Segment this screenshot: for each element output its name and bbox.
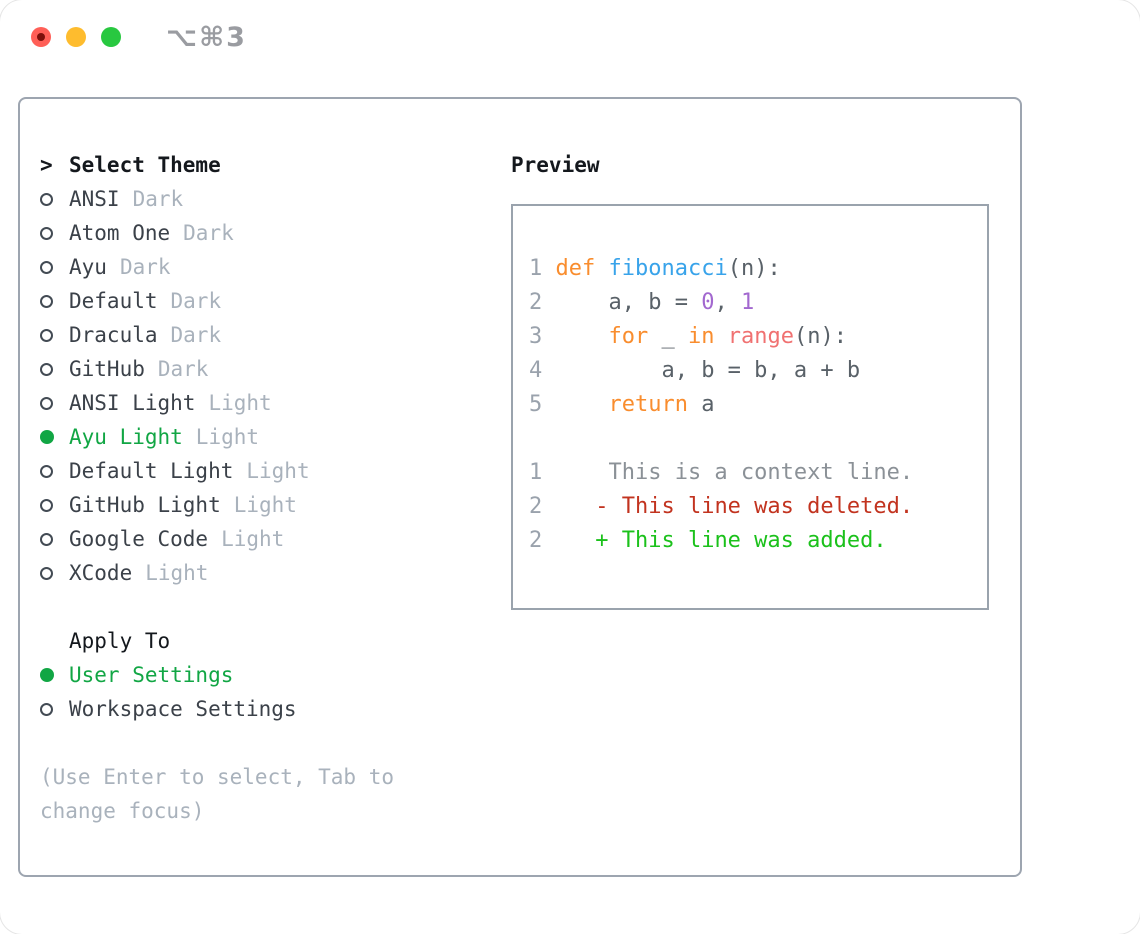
theme-option-ansi[interactable]: ANSI Dark <box>40 182 394 216</box>
radio-icon <box>40 328 53 342</box>
option-label: Ayu <box>69 255 107 279</box>
minimize-button[interactable] <box>66 27 86 47</box>
option-label: Dracula <box>69 323 158 347</box>
theme-option-google-code[interactable]: Google Code Light <box>40 522 394 556</box>
option-label: GitHub <box>69 357 145 381</box>
radio-selected-icon <box>40 430 54 444</box>
theme-option-dracula[interactable]: Dracula Dark <box>40 318 394 352</box>
preview-header: Preview <box>511 148 600 182</box>
variant-label: Dark <box>170 289 222 313</box>
option-label: Ayu Light <box>69 425 183 449</box>
apply-to-header: Apply To <box>40 624 394 658</box>
variant-label: Light <box>246 459 310 483</box>
option-label: Google Code <box>69 527 209 551</box>
code-line: 2 - This line was deleted. <box>529 494 914 519</box>
select-theme-title: Select Theme <box>69 153 221 177</box>
radio-icon <box>40 464 53 478</box>
variant-label: Light <box>145 561 209 585</box>
option-label: Atom One <box>69 221 171 245</box>
radio-icon <box>40 498 53 512</box>
apply-option-user-settings[interactable]: User Settings <box>40 658 394 692</box>
window-title: ⌥⌘3 <box>166 22 247 53</box>
radio-icon <box>40 396 53 410</box>
prompt-icon: > <box>40 153 53 177</box>
titlebar: ⌥⌘3 <box>0 0 1140 74</box>
option-label: User Settings <box>69 663 234 687</box>
theme-option-github[interactable]: GitHub Dark <box>40 352 394 386</box>
option-label: ANSI Light <box>69 391 196 415</box>
code-line: 5 return a <box>529 392 715 417</box>
close-dot-icon <box>37 33 45 41</box>
spacer <box>40 726 394 760</box>
option-label: Workspace Settings <box>69 697 297 721</box>
theme-option-ayu-light[interactable]: Ayu Light Light <box>40 420 394 454</box>
spacer <box>40 590 394 624</box>
option-label: ANSI <box>69 187 120 211</box>
help-line-1: (Use Enter to select, Tab to <box>40 765 395 789</box>
maximize-button[interactable] <box>101 27 121 47</box>
option-label: GitHub Light <box>69 493 221 517</box>
option-label: XCode <box>69 561 133 585</box>
theme-option-default-light[interactable]: Default Light Light <box>40 454 394 488</box>
radio-icon <box>40 192 53 206</box>
theme-option-xcode[interactable]: XCode Light <box>40 556 394 590</box>
code-line: 2 a, b = 0, 1 <box>529 290 755 315</box>
select-theme-header: > Select Theme <box>40 148 394 182</box>
variant-label: Dark <box>183 221 234 245</box>
theme-option-atom-one[interactable]: Atom One Dark <box>40 216 394 250</box>
variant-label: Dark <box>132 187 184 211</box>
code-line: 1 This is a context line. <box>529 460 914 485</box>
theme-option-ansi-light[interactable]: ANSI Light Light <box>40 386 394 420</box>
variant-label: Dark <box>170 323 222 347</box>
variant-label: Light <box>208 391 272 415</box>
apply-to-title: Apply To <box>69 629 171 653</box>
radio-icon <box>40 294 53 308</box>
close-button[interactable] <box>31 27 51 47</box>
theme-option-ayu[interactable]: Ayu Dark <box>40 250 394 284</box>
radio-icon <box>40 702 53 716</box>
apply-option-workspace-settings[interactable]: Workspace Settings <box>40 692 394 726</box>
radio-icon <box>40 362 53 376</box>
radio-icon <box>40 226 53 240</box>
preview-title: Preview <box>511 153 600 177</box>
radio-selected-icon <box>40 668 54 682</box>
preview-box: 1 def fibonacci(n): 2 a, b = 0, 1 3 for _ … <box>511 204 989 610</box>
variant-label: Light <box>195 425 260 449</box>
theme-option-github-light[interactable]: GitHub Light Light <box>40 488 394 522</box>
variant-label: Light <box>233 493 297 517</box>
code-line: 4 a, b = b, a + b <box>529 358 861 383</box>
radio-icon <box>40 566 53 580</box>
theme-option-default[interactable]: Default Dark <box>40 284 394 318</box>
variant-label: Light <box>221 527 285 551</box>
code-line: 2 + This line was added. <box>529 528 887 553</box>
variant-label: Dark <box>119 255 171 279</box>
variant-label: Dark <box>157 357 209 381</box>
option-label: Default <box>69 289 158 313</box>
help-text: (Use Enter to select, Tab to change focu… <box>40 760 394 828</box>
radio-icon <box>40 260 53 274</box>
radio-icon <box>40 532 53 546</box>
code-preview: 1 def fibonacci(n): 2 a, b = 0, 1 3 for _ … <box>529 252 987 558</box>
help-line-2: change focus) <box>40 799 205 823</box>
option-label: Default Light <box>69 459 234 483</box>
blank-line <box>529 422 987 456</box>
code-line: 3 for _ in range(n): <box>529 324 847 349</box>
code-line: 1 def fibonacci(n): <box>529 256 781 281</box>
